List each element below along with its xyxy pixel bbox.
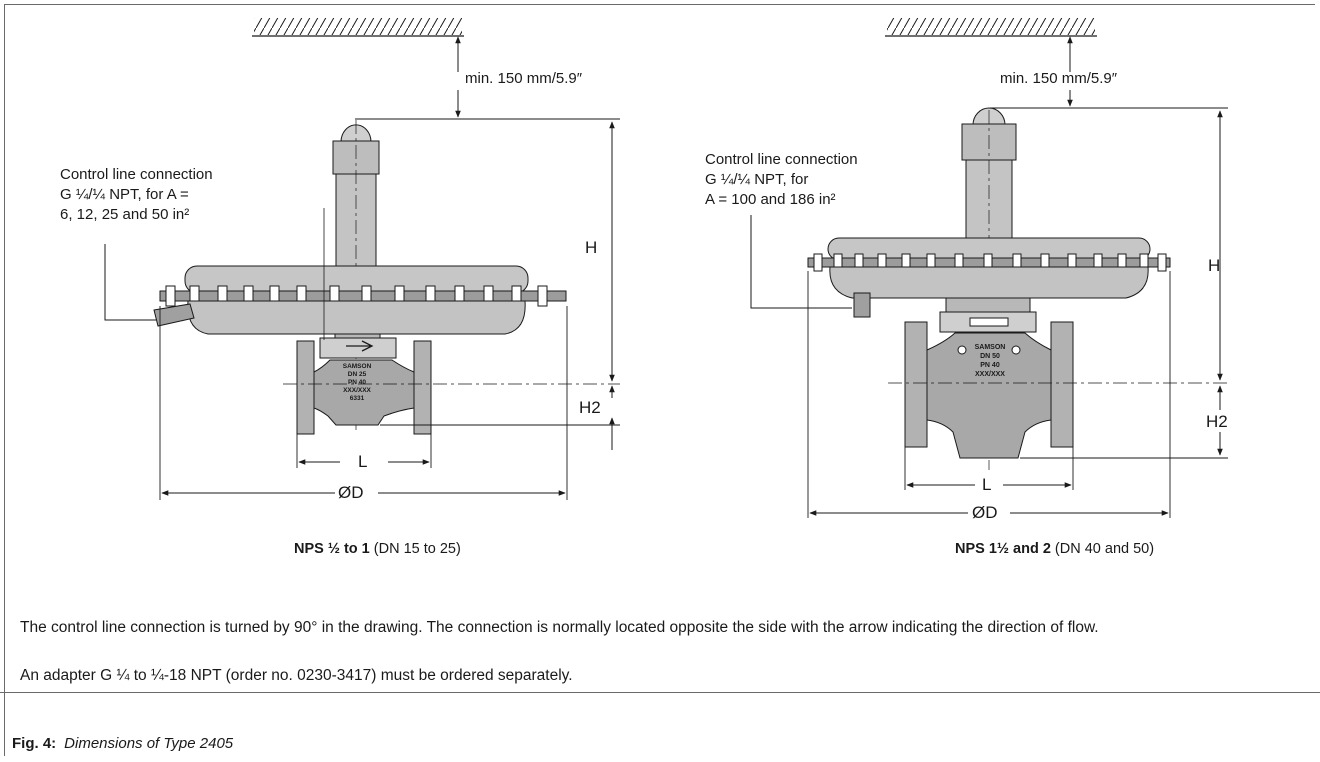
right-leader-line bbox=[750, 215, 852, 309]
left-caption: NPS ½ to 1 (DN 15 to 25) bbox=[294, 540, 461, 558]
right-control-line-line1: Control line connection bbox=[705, 151, 858, 168]
right-ceiling-hatch bbox=[887, 18, 1095, 35]
left-control-line-line2: G ¼/¼ NPT, for A = bbox=[60, 186, 189, 203]
left-lower-case bbox=[187, 300, 526, 335]
right-valve-body bbox=[926, 332, 1052, 459]
right-control-line-line2: G ¼/¼ NPT, for bbox=[705, 171, 809, 188]
right-control-line-line3: A = 100 and 186 in² bbox=[705, 191, 836, 208]
right-yoke bbox=[945, 297, 1031, 313]
left-upper-case bbox=[184, 265, 529, 294]
note-adapter: An adapter G ¼ to ¼-18 NPT (order no. 02… bbox=[20, 667, 573, 684]
left-clearance-label: min. 150 mm/5.9″ bbox=[465, 70, 583, 87]
right-flange-r bbox=[1050, 321, 1074, 448]
right-control-port bbox=[853, 292, 871, 318]
right-marking-1: SAMSON bbox=[975, 344, 1006, 351]
figure-frame bbox=[4, 4, 1315, 756]
right-regulator: SAMSON DN 50 PN 40 XXX/XXX bbox=[750, 18, 1228, 518]
figure-caption: Fig. 4: Dimensions of Type 2405 bbox=[12, 734, 233, 754]
left-valve-body bbox=[313, 359, 415, 426]
right-flange-l bbox=[904, 321, 928, 448]
left-regulator: SAMSON DN 25 PN 40 XXX/XXX 6331 bbox=[104, 18, 620, 500]
right-marking-4: XXX/XXX bbox=[975, 371, 1005, 378]
right-marking-3: PN 40 bbox=[980, 362, 1000, 369]
left-control-line-line1: Control line connection bbox=[60, 166, 213, 183]
left-dim-H2: H2 bbox=[579, 398, 601, 417]
left-leader-line bbox=[104, 244, 156, 321]
left-control-line-line3: 6, 12, 25 and 50 in² bbox=[60, 206, 190, 223]
left-marking-2: DN 25 bbox=[348, 371, 367, 378]
left-body-marking: SAMSON DN 25 PN 40 XXX/XXX 6331 bbox=[343, 363, 372, 402]
note-control-line: The control line connection is turned by… bbox=[20, 619, 1099, 636]
right-caption: NPS 1½ and 2 (DN 40 and 50) bbox=[955, 540, 1154, 558]
left-caption-rest: (DN 15 to 25) bbox=[369, 541, 461, 557]
left-dim-D: ØD bbox=[338, 483, 364, 502]
left-bonnet bbox=[319, 337, 397, 359]
left-marking-4: XXX/XXX bbox=[343, 387, 371, 394]
right-body-marking: SAMSON DN 50 PN 40 XXX/XXX bbox=[975, 344, 1006, 378]
left-dim-H: H bbox=[585, 238, 598, 257]
left-flange-r bbox=[413, 340, 432, 435]
left-dim-L: L bbox=[358, 452, 368, 471]
left-control-port bbox=[153, 303, 195, 327]
right-marking-2: DN 50 bbox=[980, 353, 1000, 360]
figure-divider bbox=[0, 692, 1320, 693]
right-dim-H: H bbox=[1208, 256, 1221, 275]
left-marking-5: 6331 bbox=[350, 395, 365, 402]
left-marking-3: PN 40 bbox=[348, 379, 366, 386]
right-dim-L: L bbox=[982, 475, 992, 494]
right-dim-D: ØD bbox=[972, 503, 998, 522]
left-caption-bold: NPS ½ to 1 bbox=[294, 541, 370, 557]
figure-title: Dimensions of Type 2405 bbox=[64, 735, 234, 752]
right-caption-rest: (DN 40 and 50) bbox=[1050, 541, 1155, 557]
right-bolts bbox=[813, 253, 1167, 272]
left-ceiling-hatch bbox=[254, 18, 462, 35]
left-marking-1: SAMSON bbox=[343, 363, 372, 370]
right-dim-H2: H2 bbox=[1206, 412, 1228, 431]
right-clearance-label: min. 150 mm/5.9″ bbox=[1000, 70, 1118, 87]
left-flange-l bbox=[296, 340, 315, 435]
right-caption-bold: NPS 1½ and 2 bbox=[955, 541, 1051, 557]
figure-label: Fig. 4: bbox=[12, 735, 57, 752]
right-lower-case bbox=[829, 266, 1149, 299]
